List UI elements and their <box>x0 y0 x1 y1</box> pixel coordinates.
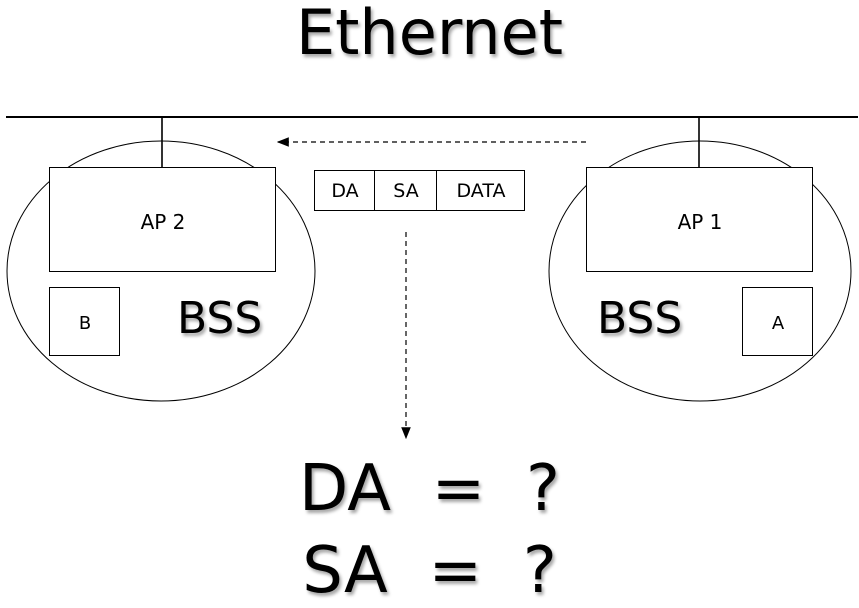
frame-da-cell: DA <box>331 180 359 202</box>
ethernet-title: Ethernet <box>295 0 564 69</box>
frame-sa-cell-box <box>374 170 437 211</box>
bss-left-label: BSS <box>177 293 263 344</box>
station-a-label: A <box>771 312 785 334</box>
ap1-box <box>586 167 813 272</box>
bss-left-ellipse <box>6 140 316 402</box>
station-a-box <box>742 287 813 356</box>
bss-right-label: BSS <box>597 293 683 344</box>
ap2-label: AP 2 <box>140 210 186 234</box>
frame-data-cell-box <box>436 170 525 211</box>
station-b-label: B <box>78 312 92 334</box>
station-b-box <box>49 287 120 356</box>
da-question: DA = ? <box>299 452 560 526</box>
frame-data-cell: DATA <box>456 180 506 202</box>
sa-question: SA = ? <box>302 534 557 608</box>
ap2-box <box>49 167 276 272</box>
ap1-label: AP 1 <box>677 210 723 234</box>
frame-da-cell-box <box>314 170 375 211</box>
bss-right-ellipse <box>548 140 852 402</box>
frame-sa-cell: SA <box>393 180 419 202</box>
